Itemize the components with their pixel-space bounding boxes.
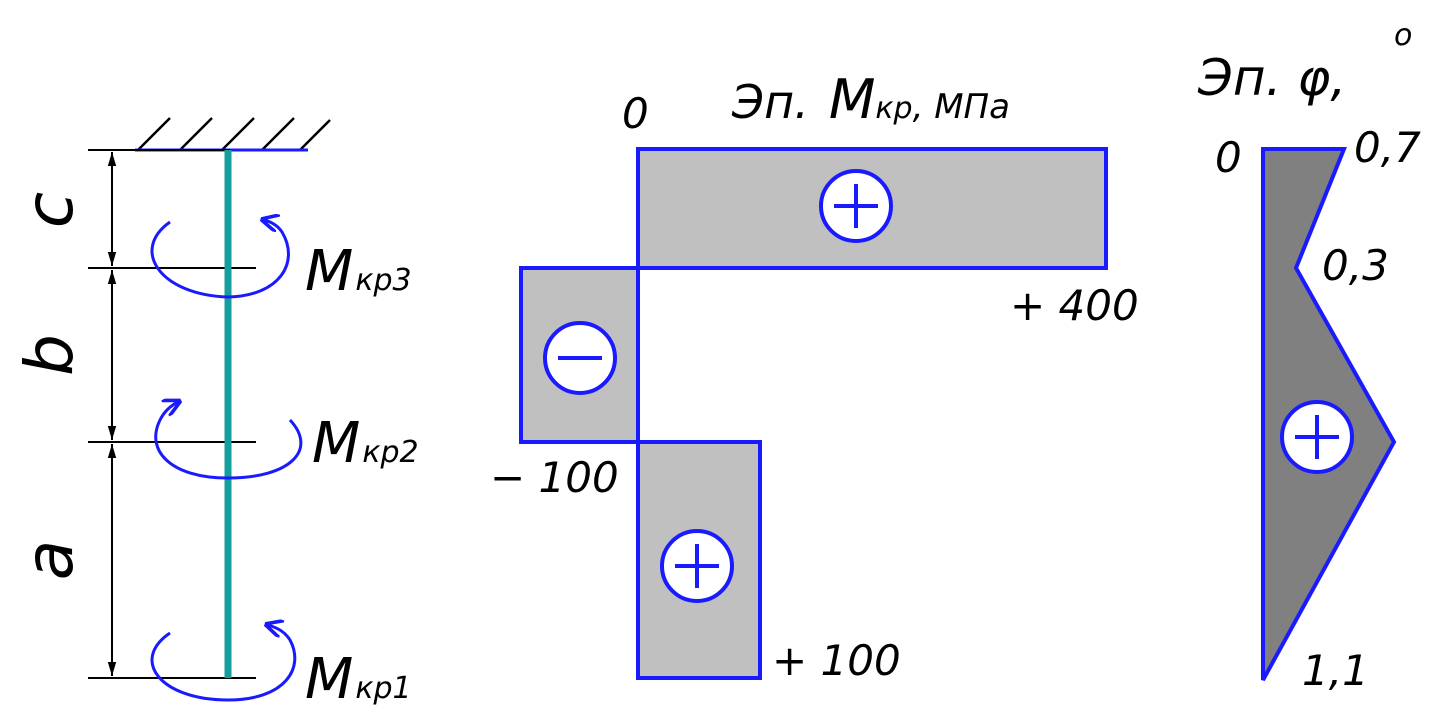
angle-diagram-title: Эп. φ,	[1197, 49, 1346, 107]
moment-label-3: Mкр3	[305, 239, 412, 304]
angle-diagram: Эп. φ, o 0 0,7 0,3 1,1	[1197, 18, 1421, 695]
shaft-scheme: c b a Mкр3 Mкр2 Mкр1	[11, 117, 419, 712]
moment-arrow-1	[150, 625, 297, 702]
angle-sign	[1280, 400, 1354, 474]
torque-sign-middle	[543, 321, 617, 395]
torque-zero-label: 0	[622, 89, 649, 138]
torque-diagram: Эп.Mкр, МПа 0 + 400 − 100 + 100	[490, 68, 1139, 685]
fixed-support-hatch	[137, 117, 331, 151]
torque-sign-top	[819, 169, 893, 243]
angle-value-middle: 0,3	[1322, 241, 1389, 290]
moment-label-2: Mкр2	[312, 411, 419, 476]
segment-label-b: b	[11, 334, 88, 376]
segment-label-a: a	[11, 540, 88, 580]
moment-label-1: Mкр1	[305, 647, 412, 712]
segment-label-c: c	[11, 192, 88, 228]
angle-value-top-left: 0	[1215, 133, 1242, 182]
angle-unit-mark: o	[1394, 18, 1412, 53]
moment-arrow-3	[150, 220, 290, 299]
torque-value-top: + 400	[1010, 281, 1139, 330]
moment-arrow-2	[154, 402, 303, 480]
torque-value-bottom: + 100	[772, 636, 901, 685]
angle-value-bottom: 1,1	[1302, 646, 1369, 695]
torque-diagram-title: Эп.Mкр, МПа	[731, 68, 1010, 131]
torque-sign-bottom	[660, 529, 734, 603]
angle-value-top-right: 0,7	[1354, 123, 1421, 172]
torque-value-middle: − 100	[490, 453, 619, 502]
